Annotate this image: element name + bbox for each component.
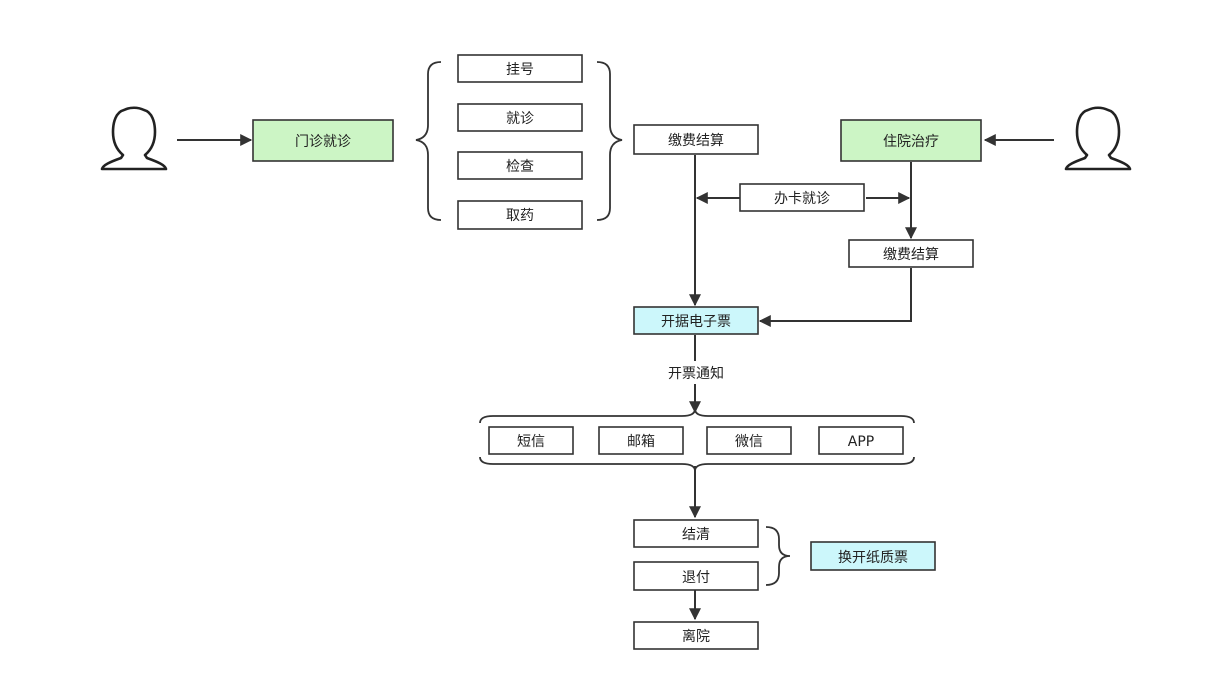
right-brace <box>596 61 623 221</box>
exam-node: 检查 <box>457 151 583 180</box>
bottom-brace <box>479 456 915 472</box>
top-brace <box>479 408 915 424</box>
settle-node: 结清 <box>633 519 759 548</box>
person-icon <box>1064 106 1132 171</box>
app-node: APP <box>818 426 904 455</box>
paper-invoice-label: 换开纸质票 <box>838 549 908 566</box>
notify-label: 开票通知 <box>668 365 724 382</box>
left-brace <box>415 61 442 221</box>
e-invoice-label: 开据电子票 <box>661 314 731 330</box>
e-invoice-node: 开据电子票 <box>633 306 759 335</box>
medicine-node: 取药 <box>457 200 583 230</box>
outpatient-node: 门诊就诊 <box>252 119 394 162</box>
pay-outpatient-node: 缴费结算 <box>633 124 759 155</box>
paper-invoice-node: 换开纸质票 <box>810 541 936 571</box>
person-icon <box>100 106 168 171</box>
medicine-label: 取药 <box>506 208 534 224</box>
email-label: 邮箱 <box>627 434 655 450</box>
register-node: 挂号 <box>457 54 583 83</box>
app-label: APP <box>848 434 874 450</box>
consult-label: 就诊 <box>506 111 534 127</box>
arrow-pay-inpatient-to-invoice <box>758 268 912 327</box>
refund-label: 退付 <box>682 570 710 586</box>
sms-node: 短信 <box>488 426 574 455</box>
outpatient-label: 门诊就诊 <box>295 134 351 150</box>
pay-inpatient-node: 缴费结算 <box>848 239 974 268</box>
sms-label: 短信 <box>517 434 545 450</box>
consult-node: 就诊 <box>457 103 583 132</box>
settle-label: 结清 <box>682 527 710 543</box>
discharge-label: 离院 <box>682 628 710 645</box>
register-label: 挂号 <box>506 62 534 78</box>
discharge-node: 离院 <box>633 621 759 650</box>
wechat-label: 微信 <box>735 434 763 450</box>
email-node: 邮箱 <box>598 426 684 455</box>
inpatient-label: 住院治疗 <box>883 134 939 150</box>
refund-node: 退付 <box>633 561 759 591</box>
settle-brace <box>765 526 791 586</box>
exam-label: 检查 <box>506 159 534 175</box>
wechat-node: 微信 <box>706 426 792 455</box>
pay-inpatient-label: 缴费结算 <box>883 247 939 263</box>
card-label: 办卡就诊 <box>774 191 830 207</box>
card-node: 办卡就诊 <box>739 183 865 212</box>
inpatient-node: 住院治疗 <box>840 119 982 162</box>
pay-outpatient-label: 缴费结算 <box>668 133 724 149</box>
